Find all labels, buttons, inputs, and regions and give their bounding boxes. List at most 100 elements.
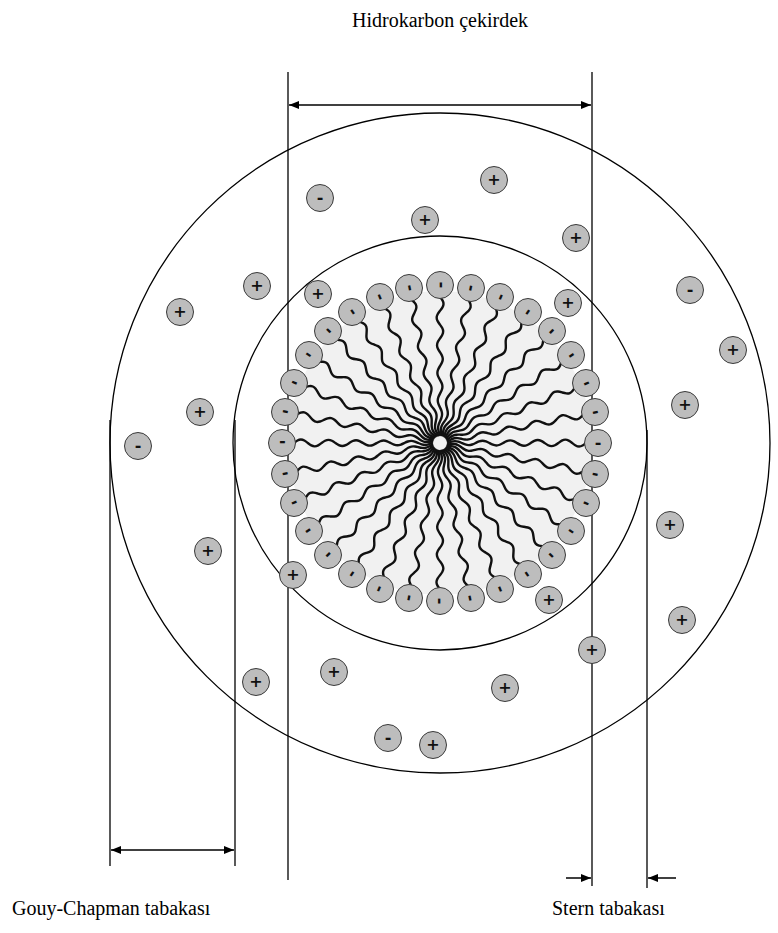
head-charge: - [595, 435, 602, 451]
hydrocarbon-tail [443, 450, 496, 577]
counter-ion: + [304, 280, 332, 308]
ion-charge: + [173, 304, 186, 320]
head-group: - [572, 369, 600, 397]
counter-ion: + [668, 606, 696, 634]
ion-charge: + [201, 543, 214, 559]
counter-ion: + [578, 636, 606, 664]
hydrocarbon-tail [442, 451, 469, 586]
head-charge: - [564, 347, 578, 364]
head-charge: - [492, 291, 509, 303]
head-group: - [514, 560, 542, 588]
head-group: - [295, 517, 323, 545]
head-group: - [581, 460, 609, 488]
hydrocarbon-tail [297, 445, 432, 472]
ion-charge: + [542, 592, 555, 608]
head-group: - [426, 587, 454, 615]
counter-ion: + [491, 674, 519, 702]
head-group: - [581, 398, 609, 426]
head-charge: - [320, 323, 336, 339]
counter-ion: + [419, 731, 447, 759]
ion-charge: + [678, 397, 691, 413]
head-charge: - [519, 304, 536, 318]
head-group: - [457, 584, 485, 612]
head-charge: - [279, 435, 286, 451]
head-group: - [426, 271, 454, 299]
counter-ion: - [124, 432, 152, 460]
head-charge: - [280, 465, 290, 482]
hydrocarbon-tail [383, 450, 437, 577]
counter-ion: + [554, 289, 582, 317]
hydrocarbon-tail [448, 415, 583, 442]
gouy-dimension-arrow [111, 849, 234, 851]
layer-label: Gouy-Chapman tabakası [12, 896, 210, 920]
hydrocarbon-tail [447, 447, 562, 524]
counter-ion: + [166, 298, 194, 326]
hydrocarbon-tail [447, 362, 562, 439]
head-charge: - [344, 304, 361, 318]
head-group: - [271, 460, 299, 488]
ion-charge: + [418, 212, 431, 228]
head-charge: - [280, 404, 290, 421]
counter-ion: + [194, 537, 222, 565]
head-group: - [366, 283, 394, 311]
stern-dimension-arrow [566, 877, 591, 879]
hydrocarbon-tail [305, 446, 432, 499]
head-group: - [366, 575, 394, 603]
ion-charge: + [675, 612, 688, 628]
counter-ion: + [411, 206, 439, 234]
head-charge: - [320, 547, 336, 563]
ion-charge: + [426, 737, 439, 753]
head-charge: - [519, 567, 536, 581]
hydrocarbon-tail [359, 322, 436, 437]
hydrocarbon-tail [444, 322, 521, 437]
ion-charge: + [663, 517, 676, 533]
head-group: - [338, 298, 366, 326]
head-group: - [280, 369, 308, 397]
ion-charge: - [385, 730, 392, 746]
counter-ion: + [671, 391, 699, 419]
hydrocarbon-tail [443, 308, 497, 435]
head-charge: - [344, 567, 361, 581]
hydrocarbon-tail [319, 362, 434, 439]
diffuse-layer-boundary [110, 113, 770, 773]
hydrocarbon-tail [412, 300, 439, 435]
gouy-boundary-line [234, 420, 235, 866]
counter-ion: + [243, 272, 271, 300]
counter-ion: + [562, 224, 590, 252]
ion-charge: + [487, 172, 500, 188]
head-group: - [314, 541, 342, 569]
ion-charge: + [327, 664, 340, 680]
hydrocarbon-tail [359, 450, 436, 565]
head-charge: - [462, 283, 479, 293]
head-charge: - [590, 465, 600, 482]
core-dimension-arrow [289, 104, 591, 106]
hydrocarbon-tail [294, 439, 432, 446]
head-charge: - [544, 323, 560, 339]
hydrocarbon-tail [444, 450, 521, 565]
hydrocarbon-tail [384, 308, 437, 435]
head-group: - [538, 317, 566, 345]
hydrocarbon-tails [294, 297, 586, 589]
counter-ion: - [306, 184, 334, 212]
head-charge: - [288, 374, 300, 391]
head-group: - [395, 274, 423, 302]
counter-ion: + [242, 668, 270, 696]
head-charge: - [301, 522, 315, 539]
counter-ion: + [719, 336, 747, 364]
counter-ion: + [535, 586, 563, 614]
ion-charge: - [135, 438, 142, 454]
head-charge: - [580, 495, 592, 512]
title-label: Hidrokarbon çekirdek [352, 8, 528, 32]
layer-label: Stern tabakası [552, 896, 665, 920]
head-charge: - [544, 547, 560, 563]
head-charge: - [580, 374, 592, 391]
counter-ion: + [320, 658, 348, 686]
hydrocarbon-core [288, 291, 592, 595]
hydrocarbon-tail [305, 386, 432, 440]
stern-boundary-line [646, 430, 647, 888]
head-charge: - [371, 291, 388, 303]
hydrocarbon-tail [319, 447, 434, 524]
head-charge: - [288, 495, 300, 512]
